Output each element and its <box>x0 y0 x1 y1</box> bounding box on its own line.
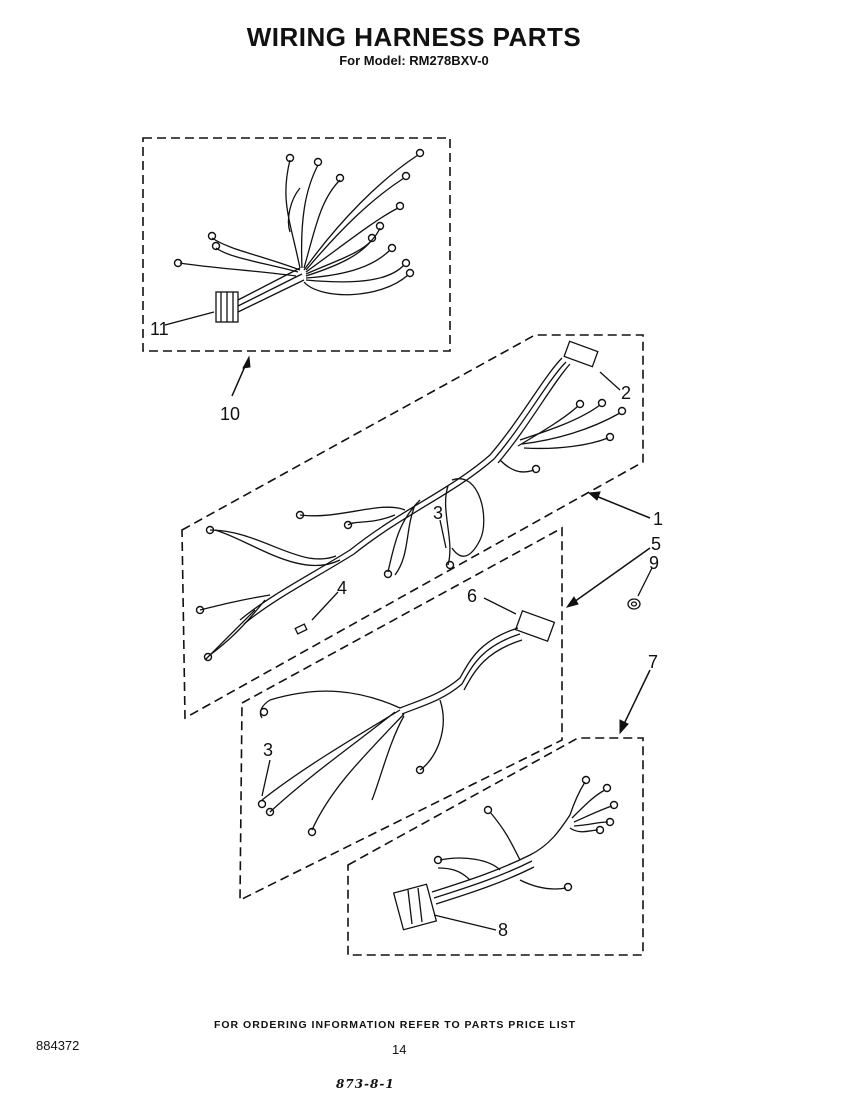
callout-9: 9 <box>649 553 659 573</box>
harness-10-panel <box>142 137 451 352</box>
callout-10: 10 <box>220 404 240 424</box>
callout-1: 1 <box>653 509 663 529</box>
ordering-info-note: FOR ORDERING INFORMATION REFER TO PARTS … <box>213 1019 577 1031</box>
callout-3-lower: 3 <box>263 740 273 760</box>
harness-1-panel <box>181 334 644 720</box>
callout-3-upper: 3 <box>433 503 443 523</box>
page-number: 14 <box>392 1042 407 1057</box>
callout-2: 2 <box>621 383 631 403</box>
callout-5: 5 <box>651 534 661 554</box>
handwritten-code: 873-8-1 <box>336 1077 395 1091</box>
callout-10-leader <box>231 355 251 397</box>
callout-6: 6 <box>467 586 477 606</box>
callout-7-leader <box>619 669 651 735</box>
page-title: WIRING HARNESS PARTS <box>246 22 582 52</box>
callout-4: 4 <box>337 578 347 598</box>
callout-11: 11 <box>150 319 169 339</box>
model-subtitle: For Model: RM278BXV-0 <box>339 53 489 68</box>
document-number: 884372 <box>36 1038 80 1053</box>
callout-1-leader <box>587 491 651 519</box>
callout-8: 8 <box>498 920 508 940</box>
harness-5-panel <box>239 526 563 902</box>
harness-7-panel <box>347 737 644 956</box>
callout-7: 7 <box>648 652 658 672</box>
part-9-grommet <box>627 567 653 610</box>
callout-5-leader <box>565 547 651 608</box>
